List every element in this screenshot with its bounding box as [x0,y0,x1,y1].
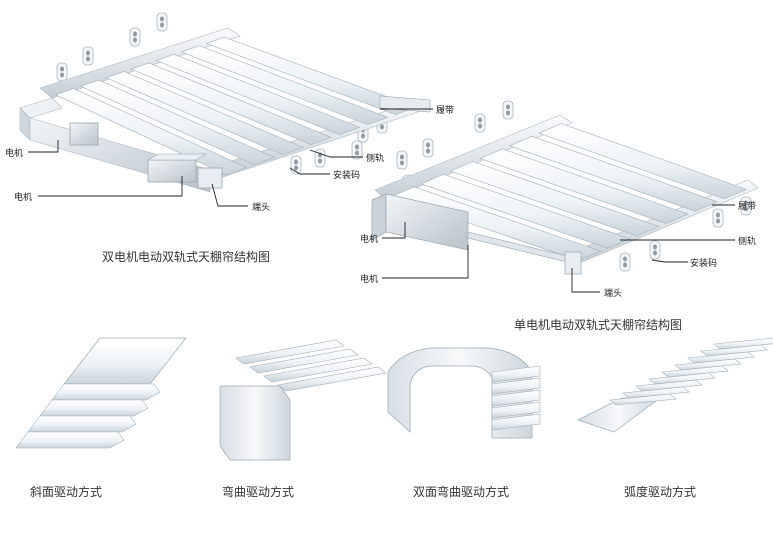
slat [479,148,689,224]
slat [491,401,541,419]
end-cap-label: 端头 [252,203,271,213]
belt-label-right: 履带 [738,202,757,212]
slat [277,366,387,392]
slat [54,88,248,175]
slat [508,135,719,212]
belt-label: 履带 [436,106,455,116]
motor-label-right-2: 电机 [360,275,379,285]
bend-drive-caption: 弯曲驱动方式 [222,485,295,499]
side-rail-label: 侧轨 [366,154,385,164]
end-cap-label-right: 端头 [604,289,623,299]
slat [263,357,373,383]
arc-drive-illustration [577,337,773,433]
single-motor-structure-diagram [371,100,759,293]
arc-drive-caption: 弧度驱动方式 [624,485,697,499]
slat [420,173,631,249]
mounting-bracket-label: 安装码 [333,171,361,181]
slat [390,186,602,261]
slat [155,54,361,135]
slat [491,413,541,431]
slat [249,348,359,374]
slat [491,365,541,383]
slat [449,161,660,237]
slat [79,79,276,165]
side-rail-label-right: 侧轨 [738,237,757,247]
slat [130,62,333,145]
motor-label-2: 电机 [14,193,33,203]
slat [104,71,304,155]
slat [15,431,125,449]
slat [39,399,149,417]
dual-motor-caption: 双电机电动双轨式天棚帘结构图 [102,250,271,264]
double-bend-drive-illustration [387,347,541,439]
dual-motor-structure-diagram [19,12,433,207]
motor-label-right-1: 电机 [360,235,379,245]
bend-drive-illustration [219,339,387,461]
slat [27,415,137,433]
slat [491,389,541,407]
single-motor-caption: 单电机电动双轨式天棚帘结构图 [514,318,683,332]
slat [235,339,345,365]
motor-label-1: 电机 [5,149,24,159]
slat [491,377,541,395]
incline-drive-caption: 斜面驱动方式 [30,485,103,499]
double-bend-drive-caption: 双面弯曲驱动方式 [413,485,510,499]
mounting-bracket-label-right: 安装码 [690,259,718,269]
slat [51,383,161,401]
incline-drive-illustration [15,337,187,449]
slat [180,45,389,125]
slat [538,123,748,200]
slat [713,337,773,350]
